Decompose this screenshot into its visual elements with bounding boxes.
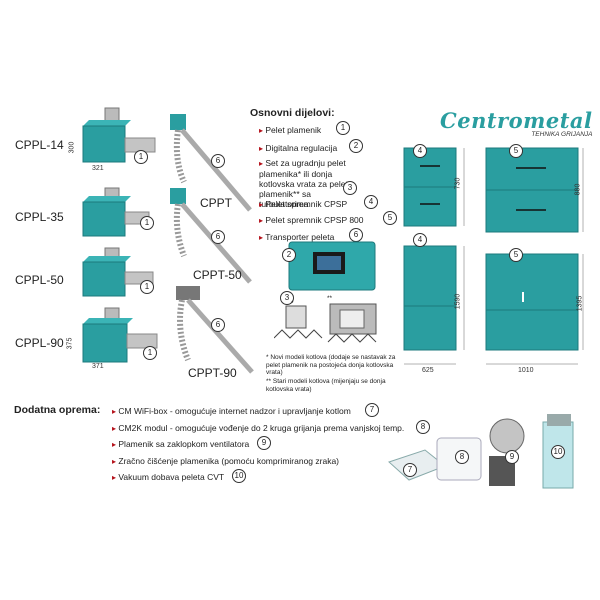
part-text: Transporter peleta [265,232,335,242]
callout-3: 3 [280,291,294,305]
brand-name: Centrometal [440,108,593,133]
door-set-illustration [274,303,377,343]
arrow-icon: ▸ [112,473,117,482]
extras-title: Dodatna oprema: [14,404,101,416]
extra-item: ▸ CM WiFi-box - omogućuje internet nadzo… [112,406,351,416]
part-item: ▸ Pelet spremnik CPSP [259,199,347,210]
arrow-icon: ▸ [112,457,117,466]
dim-height: 730 [454,177,462,190]
arrow-icon: ▸ [259,126,264,135]
callout-5: 5 [509,248,523,262]
part-text: Pelet spremnik CPSP 800 [265,215,364,225]
arrow-icon: ▸ [112,407,117,416]
note-old-models: ** Stari modeli kotlova (mijenjaju se do… [266,378,386,393]
conveyor-label-cppt: CPPT [200,196,233,210]
callout-1: 1 [140,280,154,294]
burner-label: CPPL-90 [15,336,64,350]
part-item: ▸ Transporter peleta [259,232,334,243]
burner-illustration [82,247,154,297]
callout-1: 1 [143,346,157,360]
callout-9: 9 [257,436,271,450]
tank-illustrations [403,147,584,365]
burner-label: CPPL-14 [15,138,64,152]
extra-text: Vakuum dobava peleta CVT [118,472,225,482]
extra-text: Plamenik sa zaklopkom ventilatora [118,439,250,449]
burner-label: CPPL-50 [15,273,64,287]
arrow-icon: ▸ [259,233,264,242]
dim-width: 321 [92,165,104,172]
callout-8: 8 [416,420,430,434]
extra-text: CM2K modul - omogućuje vođenje do 2 krug… [118,423,405,433]
callout-5: 5 [383,211,397,225]
part-text: Pelet spremnik CPSP [265,199,348,209]
arrow-icon: ▸ [259,216,264,225]
star-marker: * [291,300,294,307]
dim-width: 625 [422,367,434,374]
callout-6: 6 [211,154,225,168]
arrow-icon: ▸ [259,159,264,168]
callout-9: 9 [505,450,519,464]
extra-item: ▸ CM2K modul - omogućuje vođenje do 2 kr… [112,423,404,433]
parts-title: Osnovni dijelovi: [250,107,335,119]
callout-4: 4 [413,144,427,158]
extra-text: Zračno čišćenje plamenika (pomoću kompri… [118,456,340,466]
regulation-panel-illustration [288,241,376,291]
callout-10: 10 [232,469,246,483]
arrow-icon: ▸ [259,200,264,209]
dim-height: 1395 [576,295,584,312]
dim-width: 1010 [518,367,534,374]
callout-1: 1 [134,150,148,164]
brand-logo: Centrometal TEHNIKA GRIJANJA [440,108,592,138]
callout-1: 1 [140,216,154,230]
callout-8: 8 [455,450,469,464]
extra-item: ▸ Vakuum dobava peleta CVT [112,472,224,482]
dim-height: 880 [574,183,582,196]
note-new-models: * Novi modeli kotlova (dodaje se nastava… [266,354,396,376]
callout-3: 3 [343,181,357,195]
star-marker: ** [327,295,333,302]
callout-2: 2 [282,248,296,262]
dim-height: 375 [66,337,74,350]
part-item: ▸ Pelet spremnik CPSP 800 [259,215,364,226]
callout-4: 4 [364,195,378,209]
part-text: Pelet plamenik [265,125,322,135]
part-item: ▸ Digitalna regulacija [259,143,337,154]
callout-4: 4 [413,233,427,247]
arrow-icon: ▸ [112,440,117,449]
burner-illustration [82,187,150,237]
part-text: Digitalna regulacija [265,143,338,153]
callout-5: 5 [509,144,523,158]
dim-height: 300 [68,141,76,154]
callout-2: 2 [349,139,363,153]
callout-7: 7 [365,403,379,417]
callout-1: 1 [336,121,350,135]
extra-text: CM WiFi-box - omogućuje internet nadzor … [118,406,351,416]
callout-10: 10 [551,445,565,459]
part-item: ▸ Pelet plamenik [259,125,321,136]
conveyor-illustrations [170,114,254,374]
conveyor-label-cppt-90: CPPT-90 [188,366,237,380]
conveyor-label-cppt-50: CPPT-50 [193,268,242,282]
arrow-icon: ▸ [259,144,264,153]
arrow-icon: ▸ [112,424,117,433]
extra-item: ▸ Plamenik sa zaklopkom ventilatora [112,439,249,449]
callout-6: 6 [211,230,225,244]
dim-height: 1590 [454,293,462,310]
part-text: Set za ugradnju pelet plamenika* ili don… [259,158,348,209]
burner-illustration [82,307,158,363]
callout-6: 6 [211,318,225,332]
brand-tagline: TEHNIKA GRIJANJA [531,131,593,138]
burner-label: CPPL-35 [15,210,64,224]
callout-7: 7 [403,463,417,477]
extra-item: ▸ Zračno čišćenje plamenika (pomoću komp… [112,456,339,466]
dim-width: 371 [92,363,104,370]
burner-illustration [82,107,156,163]
part-item: ▸ Set za ugradnju pelet plamenika* ili d… [259,158,359,209]
